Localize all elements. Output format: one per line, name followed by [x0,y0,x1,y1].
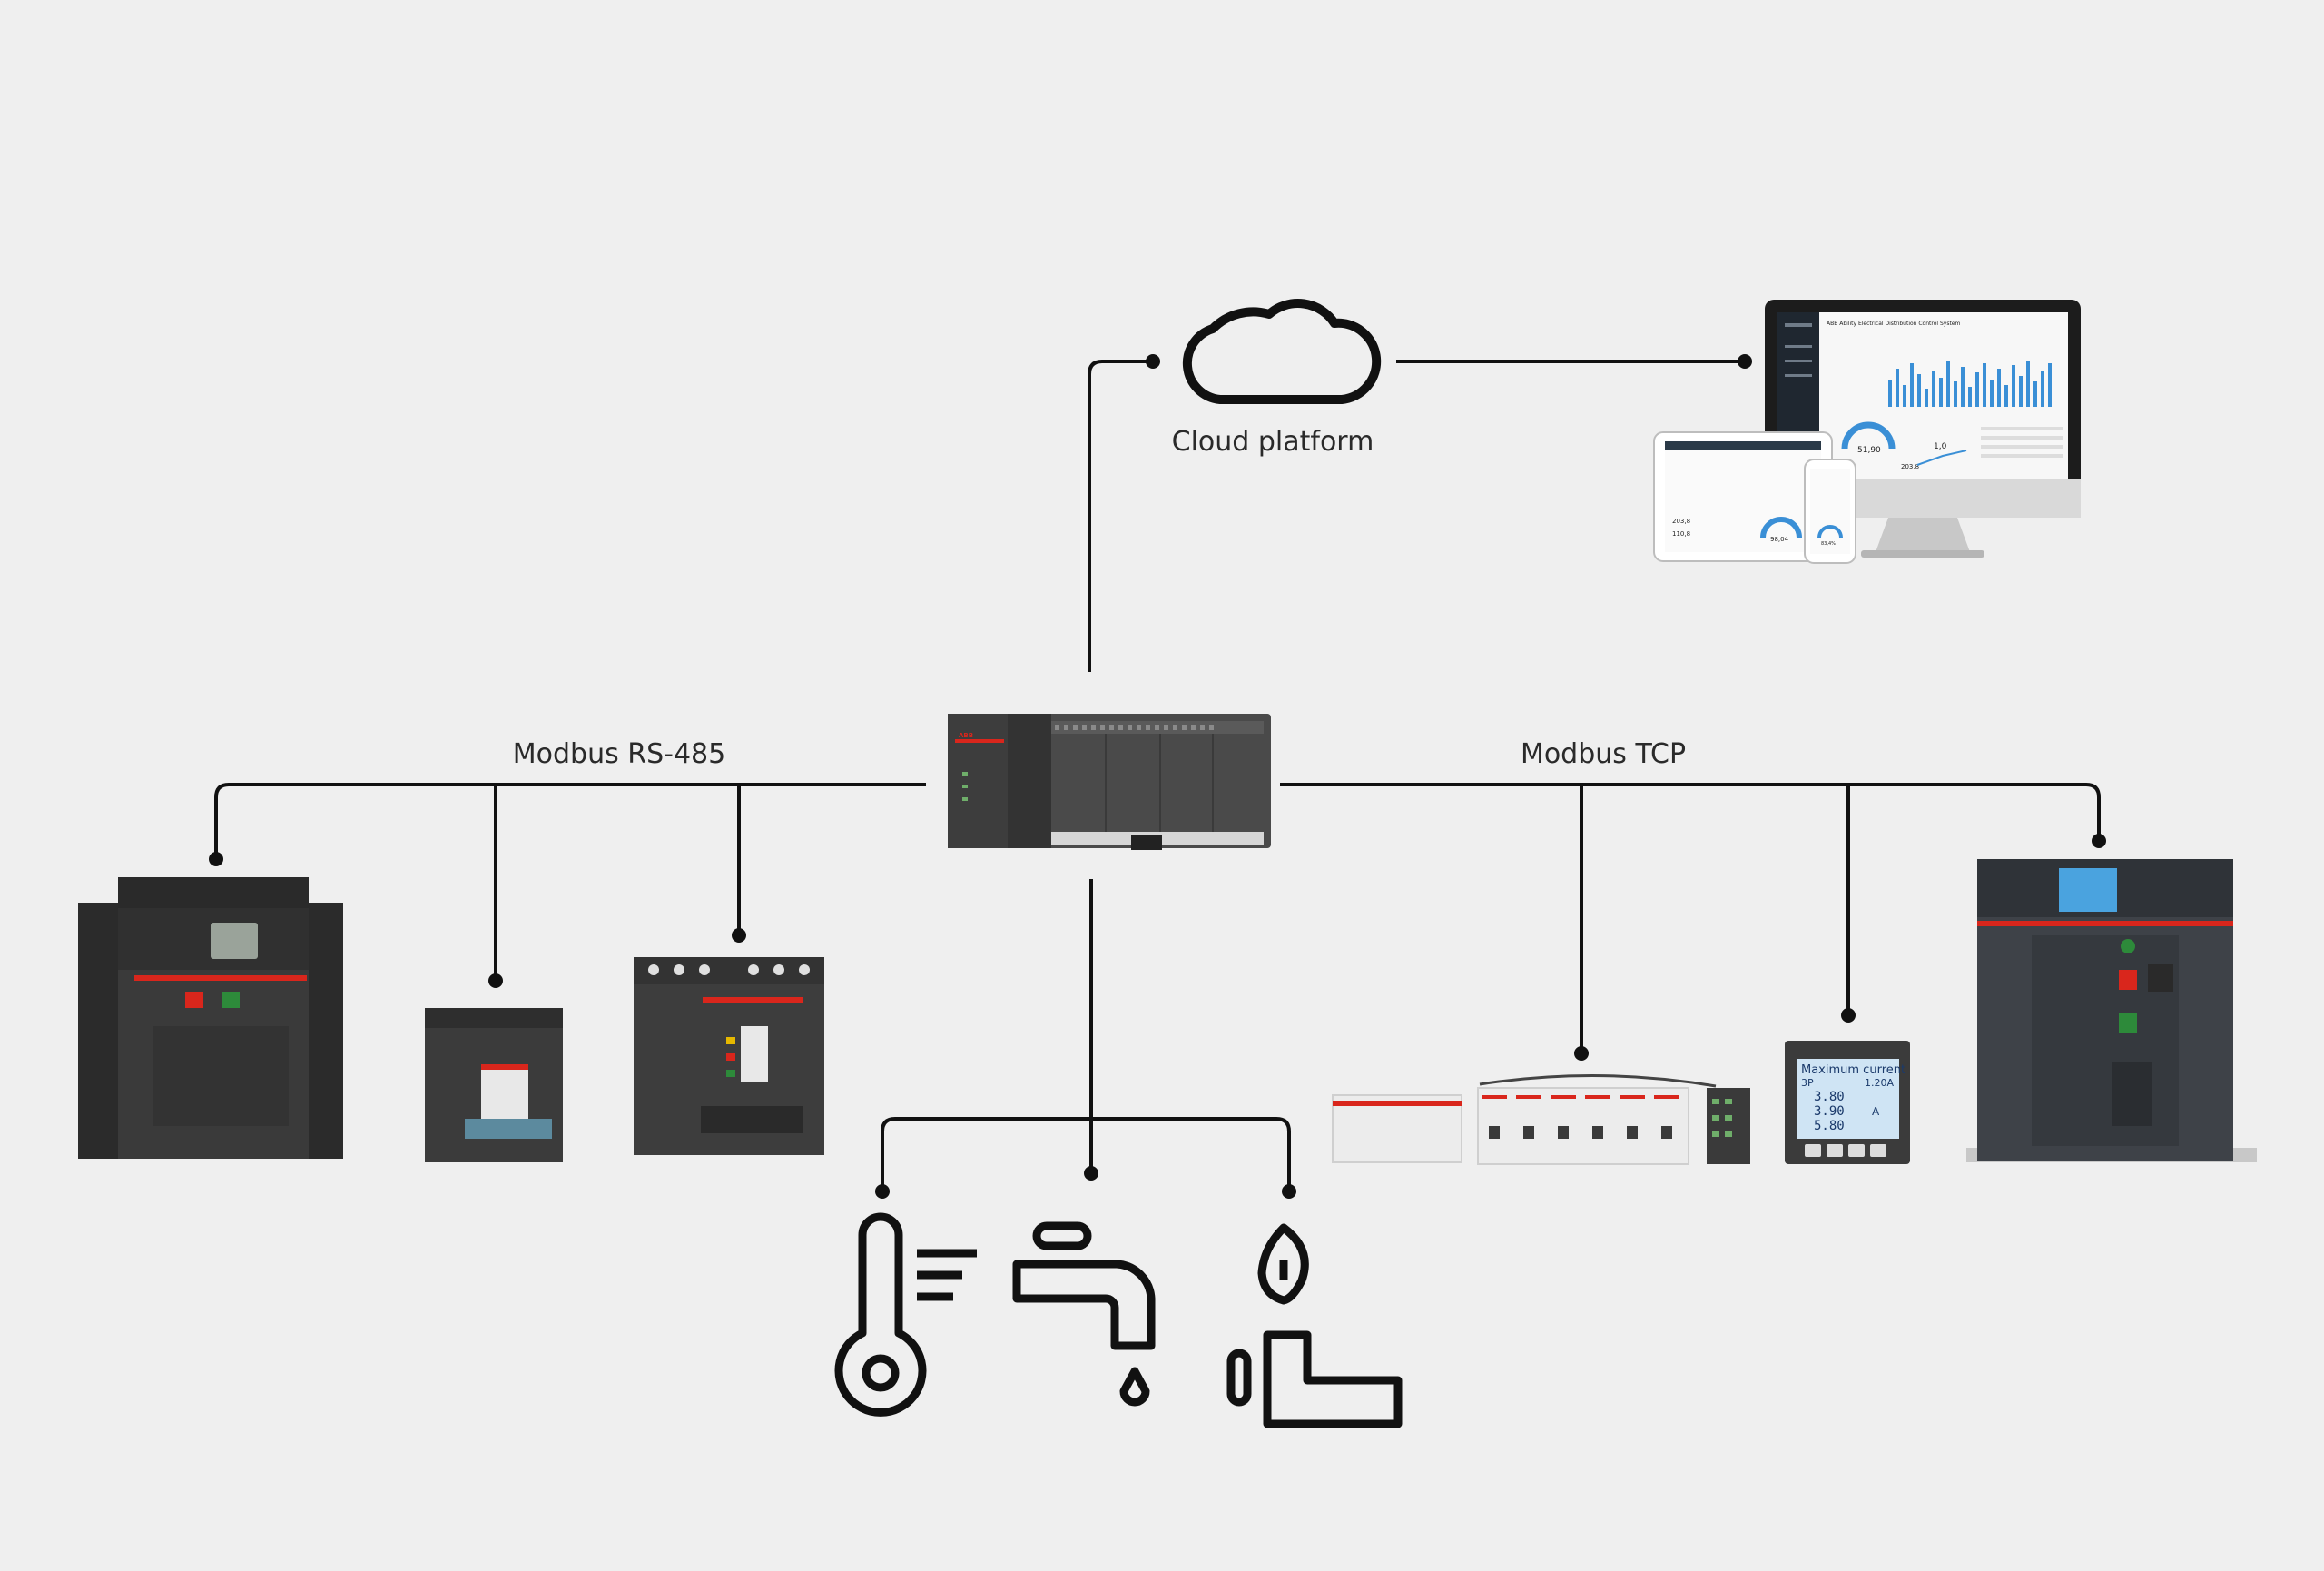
molded-case-breaker-small [425,1008,563,1162]
air-circuit-breaker-left [78,877,343,1159]
monitor-gauge [1841,421,1896,450]
phone-screen [1810,469,1850,554]
tablet-gauge [1760,517,1802,538]
wire-dot [875,1184,890,1199]
wire-dot [1084,1166,1098,1181]
gas-pipe-icon [1226,1223,1403,1428]
tablet-value-b: 110,8 [1672,530,1690,538]
wire-rs485-bus [214,783,926,859]
wire-dot [1841,1008,1856,1023]
wire-dot [1738,354,1752,369]
dashboard-devices: ABB Ability Electrical Distribution Cont… [1653,300,2081,564]
cloud-icon [1182,299,1382,404]
tablet-gauge-value: 98,04 [1770,536,1789,543]
wire-dot [1282,1184,1296,1199]
phone-gauge-value: 83,4% [1821,541,1836,547]
wire-dot [1574,1046,1589,1061]
meter-row-3: 5.80 [1814,1119,1845,1133]
modbus-tcp-label: Modbus TCP [1521,738,1686,770]
cloud-platform-label: Cloud platform [1172,426,1374,458]
controller-device: ABB [948,714,1271,850]
thermometer-icon [834,1212,977,1417]
monitor-big-value: 51,90 [1857,446,1881,455]
monitor-bar-chart [1888,361,2052,407]
connection-lines [209,354,2106,1199]
wire-dot [732,928,746,943]
meter-row-1: 3.80 [1814,1090,1845,1104]
wire-dot [488,973,503,988]
meter-row-2: 3.90 [1814,1104,1845,1119]
monitor-stand [1876,518,1970,552]
tablet-screen [1665,441,1821,552]
modbus-rs485-label: Modbus RS-485 [513,738,725,770]
monitor-small-value: 1,0 [1934,442,1947,451]
monitor-sub-value: 203,8 [1901,463,1919,470]
meter-top-reading: 1.20A [1865,1077,1894,1089]
controller-brand: ABB [959,732,973,739]
modular-devices-din-rail [1332,1073,1750,1165]
molded-case-breaker-large [634,957,824,1155]
wire-controller-cloud [1088,360,1151,672]
wire-dot [209,852,223,866]
phone-gauge [1817,525,1843,538]
wire-dot [2092,834,2106,848]
meter-phase: 3P [1801,1077,1814,1089]
meter-unit: A [1872,1105,1880,1118]
tablet-value-a: 203,8 [1672,518,1690,525]
power-meter: Maximum current 3P 1.20A 3.80 3.90 5.80 … [1785,1041,1910,1164]
wire-dot [1146,354,1160,369]
air-circuit-breaker-right [1966,859,2257,1162]
wire-tcp-bus [1280,783,2101,841]
meter-title: Maximum current [1801,1063,1905,1077]
water-tap-icon [1012,1221,1156,1407]
monitor-app-title: ABB Ability Electrical Distribution Cont… [1827,321,1960,327]
wire-sensors-branch [881,1117,1291,1191]
